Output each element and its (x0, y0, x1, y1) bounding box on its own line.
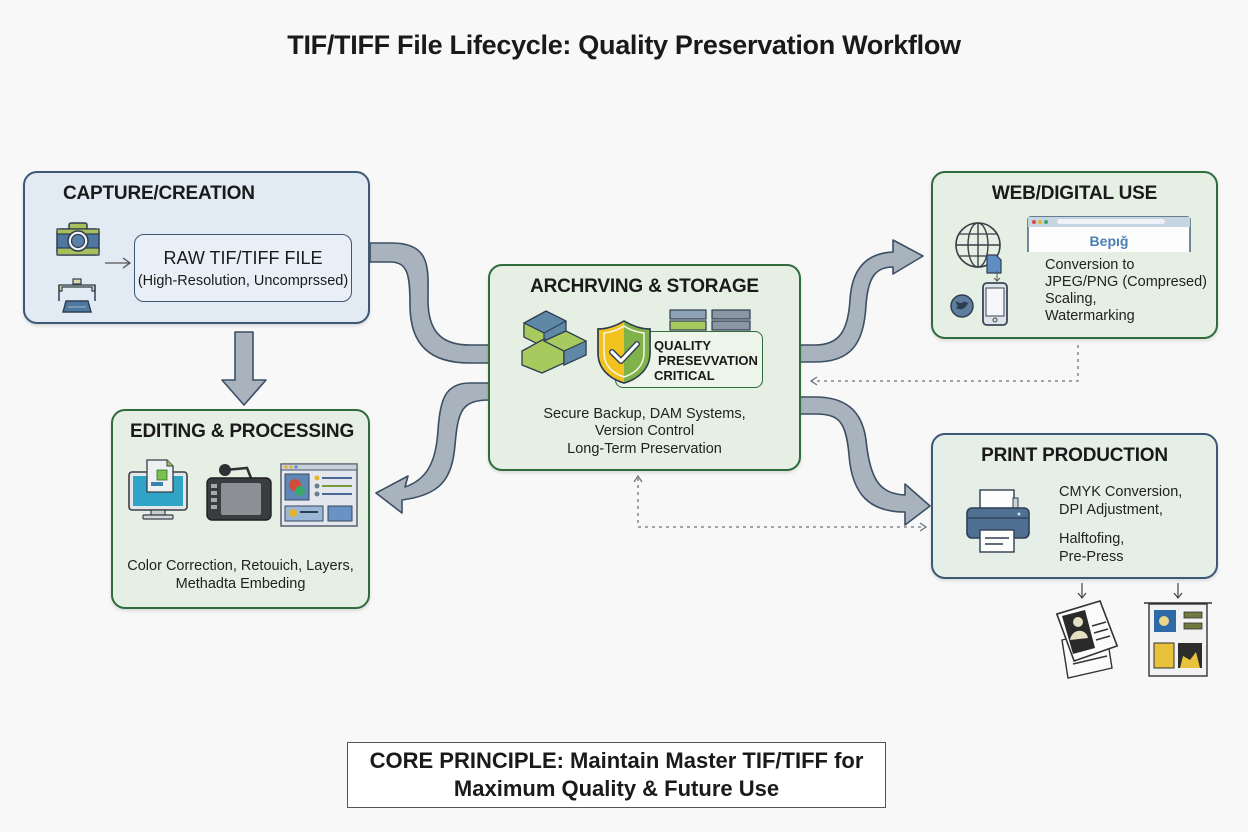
browser-page-text: Bepıǧ (1089, 233, 1129, 249)
archiving-line-1: Secure Backup, DAM Systems, (543, 406, 746, 422)
browser-window-icon (1027, 216, 1191, 252)
social-bird-icon (950, 294, 974, 318)
badge-line-3: CRITICAL (654, 368, 715, 383)
print-line-2: DPI Adjustment, (1059, 502, 1163, 518)
capture-title: CAPTURE/CREATION (63, 183, 255, 204)
smartphone-icon (982, 282, 1008, 326)
web-line-1: Conversion to (1045, 257, 1135, 273)
editor-window-icon (280, 463, 358, 527)
badge-line-1: QUALITY (654, 338, 712, 353)
drawing-tablet-icon (206, 464, 272, 521)
arrow-right-icon (105, 257, 132, 269)
diagram-title: TIF/TIFF File Lifecycle: Quality Preserv… (287, 30, 961, 60)
raw-file-subtitle: (High-Resolution, Uncomprssed) (137, 273, 349, 289)
archiving-storage-box: ARCHRVING & STORAGE QUALITY PRESEVVATION… (488, 264, 801, 471)
shield-check-icon (597, 320, 651, 384)
core-principle-box: CORE PRINCIPLE: Maintain Master TIF/TIFF… (347, 742, 886, 808)
archiving-line-2: Version Control (594, 423, 695, 439)
dotted-feedback-web (812, 345, 1079, 382)
editing-title: EDITING & PROCESSING (130, 421, 355, 442)
archiving-line-3: Long-Term Preservation (567, 441, 722, 457)
print-production-box: PRINT PRODUCTION CMYK Conversion, DPI Ad… (931, 433, 1218, 579)
web-title: WEB/DIGITAL USE (991, 183, 1158, 204)
web-line-4: Watermarking (1045, 308, 1135, 324)
editing-line-1: Color Correction, Retouich, Layers, (127, 558, 354, 574)
camera-icon (56, 222, 100, 256)
capture-creation-box: CAPTURE/CREATION RAW TIF/TIFF FILE (High… (23, 171, 370, 324)
archiving-title: ARCHRVING & STORAGE (530, 276, 759, 297)
print-line-1: CMYK Conversion, (1059, 484, 1183, 500)
server-rack-icon (669, 309, 751, 331)
web-line-2: JPEG/PNG (Compresed) (1045, 274, 1207, 290)
arrow-capture-to-editing (221, 331, 267, 406)
web-line-3: Scaling, (1045, 291, 1097, 307)
scanner-icon (58, 278, 96, 313)
printer-icon (966, 489, 1030, 553)
dotted-feedback-print (637, 478, 925, 528)
raw-file-title: RAW TIF/TIFF FILE (163, 248, 323, 268)
editing-processing-box: EDITING & PROCESSING Color Correction, R… (111, 409, 370, 609)
monitor-icon (128, 459, 188, 520)
arrow-archive-to-web (799, 239, 924, 363)
file-download-icon (986, 254, 1002, 282)
print-line-4: Pre-Press (1059, 549, 1124, 565)
arrow-archive-to-editing (375, 382, 491, 514)
core-principle-line-1: CORE PRINCIPLE: Maintain Master TIF/TIFF… (369, 748, 864, 773)
badge-line-2: PRESEVVATION (658, 353, 758, 368)
storage-drives-icon (521, 310, 587, 374)
editing-line-2: Methadta Embeding (175, 576, 306, 592)
core-principle-line-2: Maximum Quality & Future Use (453, 776, 780, 801)
arrow-archive-to-print (799, 396, 931, 526)
print-title: PRINT PRODUCTION (981, 445, 1168, 466)
print-line-3: Halftofing, (1059, 531, 1125, 547)
raw-tiff-file-box: RAW TIF/TIFF FILE (High-Resolution, Unco… (134, 234, 352, 302)
web-digital-use-box: WEB/DIGITAL USE Bepıǧ Conversion to JPEG… (931, 171, 1218, 339)
arrow-capture-to-archive (369, 242, 491, 364)
